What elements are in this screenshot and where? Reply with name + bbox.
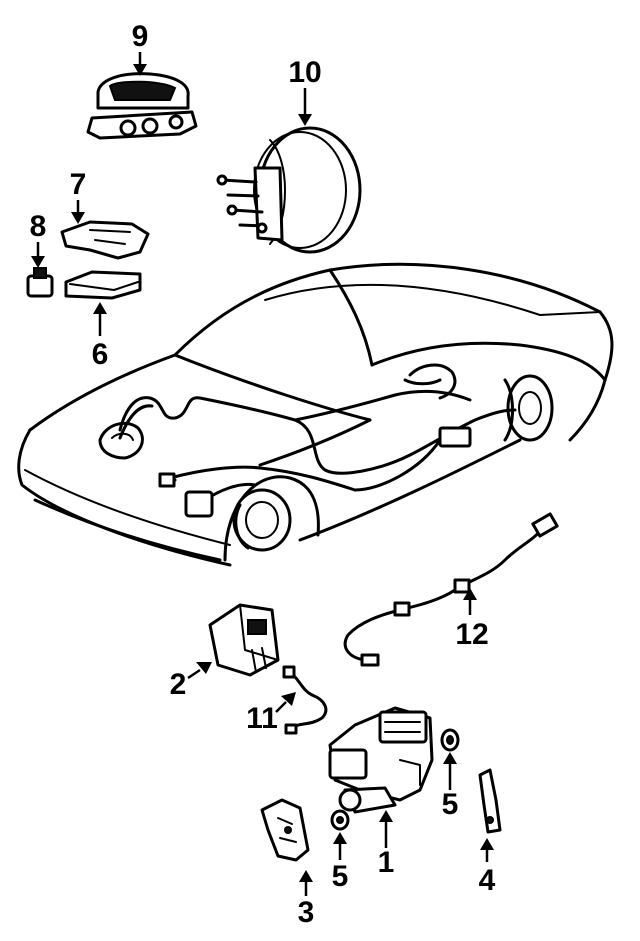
- callout-8: 8: [30, 210, 47, 243]
- callout-arrows: [31, 52, 494, 896]
- callout-9: 9: [132, 20, 149, 53]
- part-11-harness: [282, 665, 328, 735]
- callout-11: 11: [246, 702, 278, 735]
- part-1-abs-modulator: [328, 706, 434, 814]
- callout-12: 12: [455, 618, 488, 651]
- callout-2: 2: [170, 668, 187, 701]
- part-2-relay-cover: [208, 603, 280, 677]
- callout-7: 7: [70, 168, 87, 201]
- callout-4: 4: [479, 864, 496, 897]
- car-body-illustration: [17, 262, 614, 567]
- part-4-bracket: [478, 768, 502, 834]
- part-9-master-cylinder: [86, 72, 198, 140]
- callout-10: 10: [288, 56, 321, 89]
- callout-5-right: 5: [442, 788, 459, 821]
- part-5-grommet-lower: [330, 809, 350, 831]
- callout-3: 3: [298, 896, 315, 929]
- part-5-grommet-right: [440, 728, 460, 752]
- part-3-bracket: [260, 798, 310, 862]
- part-10-brake-booster: [216, 126, 362, 254]
- part-12-speed-sensor: [343, 512, 559, 667]
- part-7-bracket: [60, 220, 150, 260]
- part-6-module: [64, 270, 142, 300]
- wiring-harness-illustration: [118, 389, 517, 518]
- callout-1: 1: [378, 846, 395, 879]
- callout-5-lower: 5: [332, 860, 349, 893]
- part-8-relay: [26, 267, 54, 298]
- callout-6: 6: [92, 338, 109, 371]
